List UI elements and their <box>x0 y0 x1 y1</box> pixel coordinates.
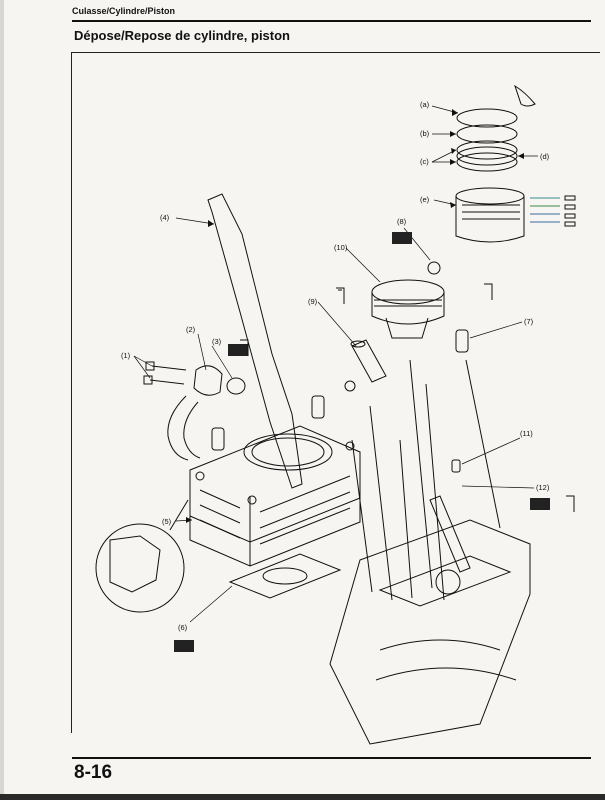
callout-8: (8) <box>397 217 407 226</box>
header-rule <box>72 20 591 22</box>
cylinder-block <box>189 425 361 567</box>
callout-d: (d) <box>540 152 550 161</box>
piston-pin <box>350 339 387 383</box>
oil-can-icon <box>240 339 249 356</box>
oil-icons <box>240 283 575 512</box>
callout-10: (10) <box>334 243 348 252</box>
callout-3: (3) <box>212 337 222 346</box>
callout-11: (11) <box>520 429 533 438</box>
new-badge <box>174 640 194 652</box>
callout-12: (12) <box>536 483 550 492</box>
oil-can-icon <box>484 283 493 300</box>
callout-6: (6) <box>178 623 188 632</box>
callout-e: (e) <box>420 195 430 204</box>
callout-c: (c) <box>420 157 429 166</box>
callout-9: (9) <box>308 297 318 306</box>
footer-rule <box>72 757 591 759</box>
diagram-frame <box>71 52 600 733</box>
leader-lines <box>133 105 538 623</box>
callout-5: (5) <box>162 517 172 526</box>
cylinder-gasket <box>228 553 342 599</box>
oil-can-icon <box>336 287 345 304</box>
crankcase <box>329 359 531 745</box>
pin-clips <box>344 261 441 392</box>
cam-chain-guide <box>207 193 303 489</box>
callout-7: (7) <box>524 317 534 326</box>
new-badge <box>530 498 550 510</box>
scan-bottom-edge <box>0 794 605 800</box>
page-number: 8-16 <box>74 762 113 783</box>
callout-2: (2) <box>186 325 196 334</box>
piston <box>371 279 445 339</box>
piston-ring-detail <box>455 187 576 243</box>
leader-arrows <box>186 109 524 523</box>
oil-can-icon <box>566 495 575 512</box>
dowel-pins <box>211 329 469 473</box>
section-header: Culasse/Cylindre/Piston <box>72 6 176 16</box>
piston-rings <box>456 84 536 172</box>
callout-a: (a) <box>420 100 430 109</box>
new-badge <box>228 344 248 356</box>
callout-b: (b) <box>420 129 430 138</box>
callout-4: (4) <box>160 213 170 222</box>
new-badge <box>392 232 412 244</box>
scan-edge <box>0 0 4 800</box>
callout-labels: (a) (b) (c) (d) (e) (4) (8) (10) (9) (7)… <box>121 100 550 632</box>
page-title: Dépose/Repose de cylindre, piston <box>74 28 290 43</box>
detail-inset <box>95 499 189 613</box>
callout-1: (1) <box>121 351 131 360</box>
water-joint <box>143 361 246 461</box>
new-badges <box>174 232 550 652</box>
